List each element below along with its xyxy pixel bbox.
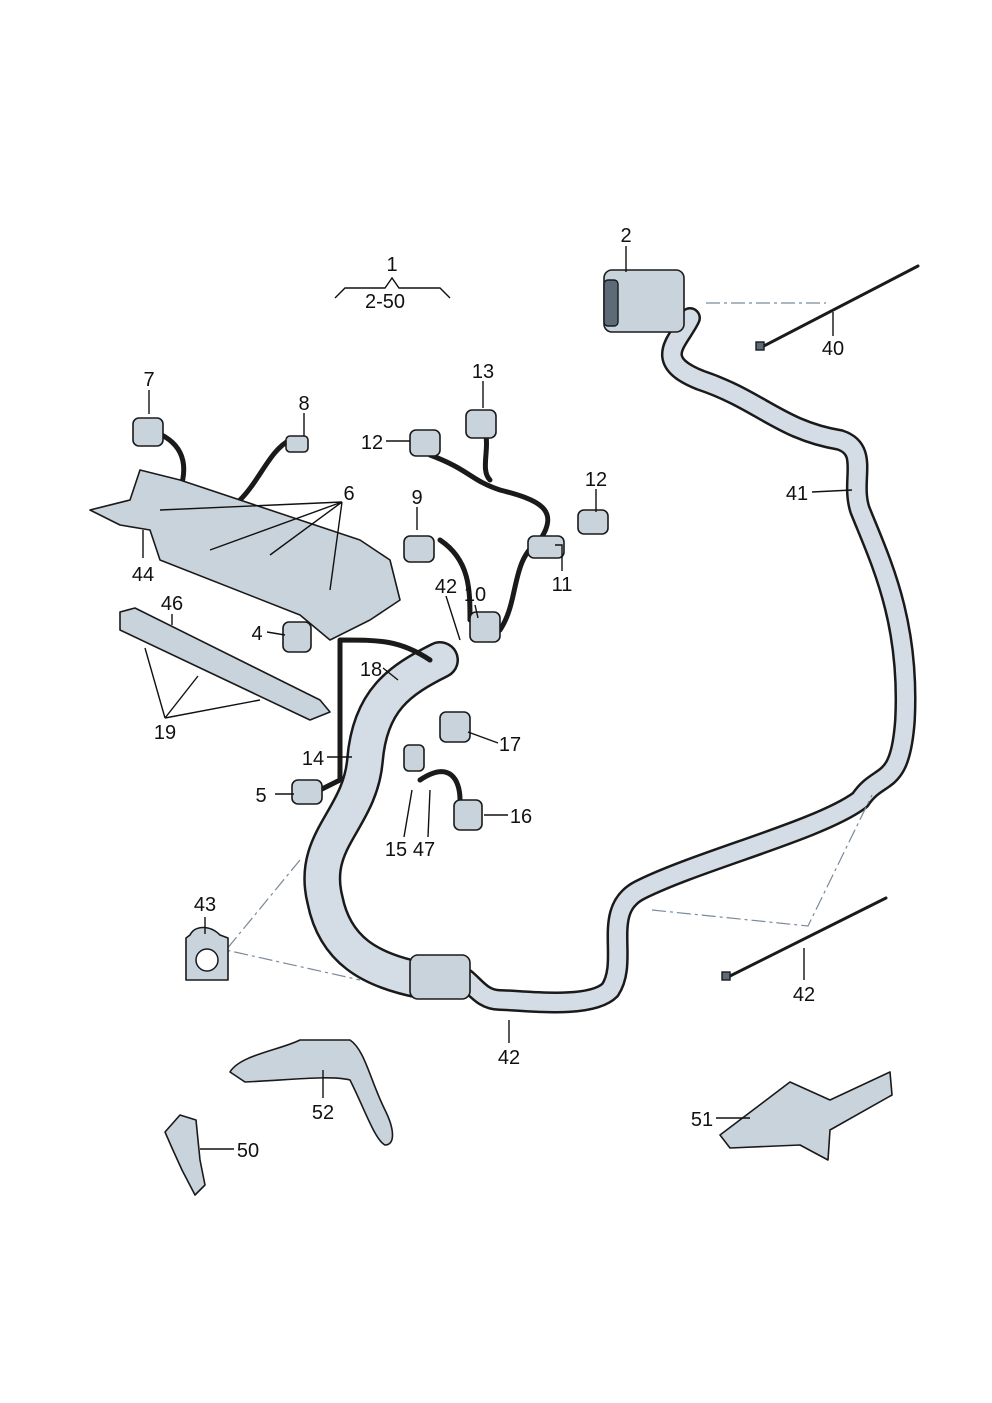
callout-11[interactable]: 11 (552, 574, 573, 596)
callout-42a[interactable]: 42 (435, 576, 457, 598)
callout-9[interactable]: 9 (411, 487, 422, 509)
callout-46[interactable]: 46 (161, 593, 183, 615)
callout-14[interactable]: 14 (302, 748, 324, 770)
callout-6[interactable]: 6 (343, 483, 354, 505)
callout-50[interactable]: 50 (237, 1140, 259, 1162)
callout-12b[interactable]: 12 (585, 469, 607, 491)
callout-5[interactable]: 5 (255, 785, 266, 807)
holder-50 (164, 1114, 206, 1196)
callout-12a[interactable]: 12 (361, 432, 383, 454)
callout-17[interactable]: 17 (499, 734, 521, 756)
callout-8[interactable]: 8 (298, 393, 309, 415)
callout-47[interactable]: 47 (413, 839, 435, 861)
callout-7[interactable]: 7 (143, 369, 154, 391)
callout-10[interactable]: 10 (464, 584, 486, 606)
callout-52[interactable]: 52 (312, 1102, 334, 1124)
callout-4[interactable]: 4 (251, 623, 262, 645)
callout-19[interactable]: 19 (154, 722, 176, 744)
callout-15[interactable]: 15 (385, 839, 407, 861)
bracket-44 (89, 469, 401, 641)
group-brace: 1 2-50 (334, 254, 451, 313)
bracket-51 (719, 1071, 893, 1161)
callouts: 2 40 41 7 8 13 12 12 9 6 44 11 46 42 10 … (132, 225, 844, 1162)
callout-42c[interactable]: 42 (498, 1047, 520, 1069)
callout-2[interactable]: 2 (620, 225, 631, 247)
connectors (132, 409, 609, 1000)
main-harness (147, 269, 917, 1014)
callout-13[interactable]: 13 (472, 361, 494, 383)
callout-42b[interactable]: 42 (793, 984, 815, 1006)
callout-2-50: 2-50 (365, 291, 405, 313)
bracket-46 (119, 607, 331, 721)
bracket-52 (229, 1039, 394, 1146)
callout-51[interactable]: 51 (691, 1109, 713, 1131)
callout-41[interactable]: 41 (786, 483, 808, 505)
callout-40[interactable]: 40 (822, 338, 844, 360)
callout-16[interactable]: 16 (510, 806, 532, 828)
callout-44[interactable]: 44 (132, 564, 154, 586)
callout-18[interactable]: 18 (360, 659, 382, 681)
callout-1[interactable]: 1 (386, 254, 397, 276)
callout-43[interactable]: 43 (194, 894, 216, 916)
